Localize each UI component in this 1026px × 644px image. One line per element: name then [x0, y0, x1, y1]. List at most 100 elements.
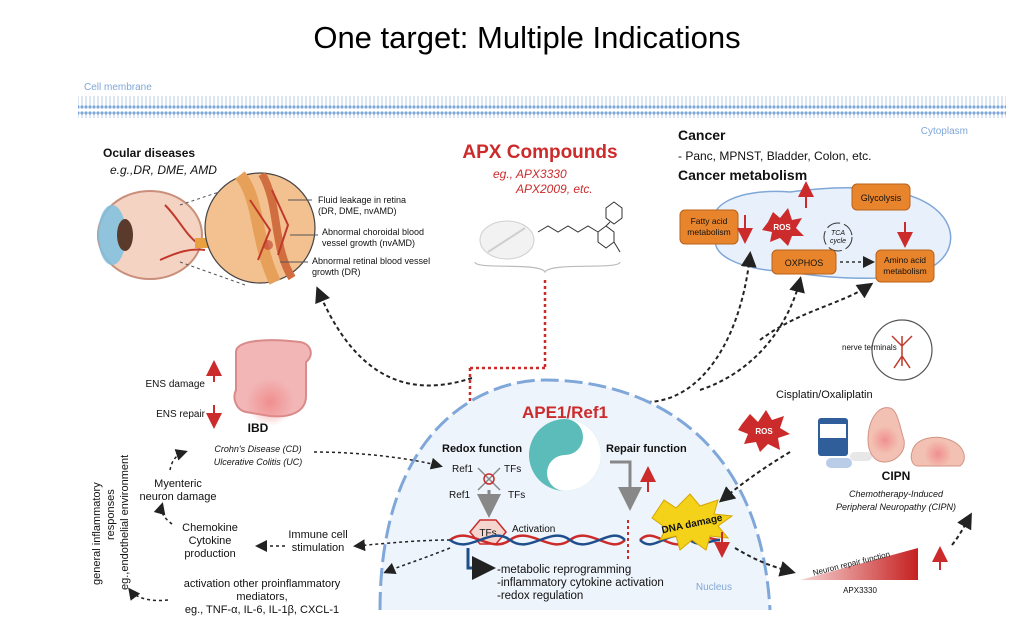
retina-zoom-circle: [204, 171, 316, 285]
tca-label-1: TCA: [831, 230, 845, 237]
myenteric-line-1: Myenteric: [154, 478, 202, 490]
nerve-terminals-label: nerve terminals: [842, 343, 897, 352]
redox-cross-2: [477, 467, 501, 491]
ocular-heading: Ocular diseases: [103, 146, 195, 160]
chemokine-line-2: Cytokine: [189, 535, 232, 547]
yin-yang-icon: [529, 419, 601, 491]
arrow-dna-to-neuron-repair: [734, 547, 796, 577]
oxphos-label: OXPHOS: [785, 258, 824, 268]
apx-example-1: eg., APX3330: [493, 167, 567, 181]
ros-burst-cipn: [738, 410, 790, 452]
arrow-mediators-to-general: [128, 587, 169, 602]
redox-function-label: Redox function: [442, 443, 522, 455]
effect-redox: -redox regulation: [497, 590, 583, 602]
redox-center-ring: [483, 473, 495, 485]
tca-cycle: TCA cycle: [823, 222, 853, 252]
compound-brace: [474, 261, 621, 274]
apx-example-2: APX2009, etc.: [515, 182, 593, 196]
pill-icon: [479, 220, 535, 260]
ibd-heading: IBD: [248, 421, 269, 435]
ibd-crohns: Crohn's Disease (CD): [214, 444, 301, 454]
arrow-to-cancer-3: [759, 282, 874, 341]
callout-retinal-1: Abnormal retinal blood vessel: [312, 256, 430, 266]
glycolysis-label: Glycolysis: [861, 193, 902, 203]
ape1-heading: APE1/Ref1: [522, 403, 608, 422]
fatty-acid-label-2: metabolism: [687, 227, 730, 237]
ens-damage-label: ENS damage: [146, 379, 206, 390]
tfs-hexagon-label: TFs: [479, 528, 496, 539]
effect-metabolic: -metabolic reprogramming: [497, 564, 631, 576]
ocular-examples: e.g.,DR, DME, AMD: [110, 163, 217, 177]
repair-down-arrow: [610, 460, 642, 511]
callout-fluid-leakage-2: (DR, DME, nvAMD): [318, 206, 397, 216]
callout-choroidal-1: Abnormal choroidal blood: [322, 227, 424, 237]
ros-burst-cancer: [762, 208, 804, 246]
arrow-dna-to-mediators: [383, 547, 451, 574]
vertical-line-1: general inflammatory: [91, 482, 103, 585]
arrow-repair-to-cipn: [951, 512, 972, 546]
arrow-dna-to-immune: [353, 539, 451, 552]
drug-vial-icon: [818, 418, 872, 468]
ens-repair-label: ENS repair: [156, 409, 206, 420]
vertical-line-2: responses: [105, 489, 117, 540]
amino-acid-metabolism-box: Amino acid metabolism: [875, 249, 935, 283]
ibd-uc: Ulcerative Colitis (UC): [214, 457, 303, 467]
eye-illustration: [97, 190, 213, 280]
effect-inflammatory: -inflammatory cytokine activation: [497, 577, 664, 589]
callout-retinal-2: growth (DR): [312, 267, 361, 277]
repair-function-label: Repair function: [606, 443, 687, 455]
ref1-top-label: Ref1: [452, 464, 474, 475]
activation-mediators-2: mediators,: [236, 591, 287, 603]
arrow-to-cancer-1: [619, 251, 757, 404]
cell-membrane-label: Cell membrane: [84, 82, 152, 93]
cisplatin-label: Cisplatin/Oxaliplatin: [776, 389, 873, 401]
immune-line-1: Immune cell: [288, 529, 347, 541]
arrow-ros-to-dna-damage: [718, 451, 791, 503]
immune-line-2: stimulation: [292, 542, 345, 554]
ros-cancer-label: ROS: [773, 223, 791, 232]
colon-illustration: [233, 339, 312, 426]
myenteric-line-2: neuron damage: [139, 491, 216, 503]
activation-mediators-3: eg., TNF-α, IL-6, IL-1β, CXCL-1: [185, 604, 339, 616]
page-title: One target: Multiple Indications: [313, 20, 740, 55]
amino-acid-label-2: metabolism: [883, 266, 926, 276]
fatty-acid-label-1: Fatty acid: [691, 216, 728, 226]
activation-label: Activation: [512, 524, 555, 535]
cancer-heading: Cancer: [678, 127, 726, 143]
callout-fluid-leakage-1: Fluid leakage in retina: [318, 195, 406, 205]
fatty-acid-metabolism-box: Fatty acid metabolism: [679, 209, 739, 245]
cell-membrane: [78, 96, 1006, 118]
hand-foot-illustration: [867, 407, 965, 468]
cipn-heading: CIPN: [882, 469, 911, 483]
nucleus-envelope: [378, 378, 772, 611]
nucleus-label: Nucleus: [696, 582, 732, 593]
activation-mediators-1: activation other proinflammatory: [184, 578, 341, 590]
apx3330-label: APX3330: [843, 586, 877, 595]
arrow-myenteric-up: [169, 449, 188, 471]
chemokine-line-3: production: [184, 548, 235, 560]
cancer-metabolism-heading: Cancer metabolism: [678, 167, 807, 183]
cancer-types: - Panc, MPNST, Bladder, Colon, etc.: [678, 149, 871, 163]
cytoplasm-label: Cytoplasm: [921, 126, 968, 137]
tfs-hexagon: [469, 519, 507, 545]
neuron-repair-ramp: [800, 548, 918, 580]
apx-heading: APX Compounds: [462, 142, 617, 163]
arrow-ibd-to-ref1: [313, 451, 443, 470]
molecule-structure-icon: [537, 201, 623, 253]
oxphos-box: OXPHOS: [771, 249, 837, 275]
cipn-desc-2: Peripheral Neuropathy (CIPN): [836, 502, 956, 512]
arrow-to-ocular: [315, 286, 473, 387]
nerve-terminal-icon: [891, 335, 913, 369]
tca-label-2: cycle: [830, 238, 846, 245]
zoom-line-top: [179, 184, 241, 206]
arrow-chemokine-to-myenteric: [153, 502, 173, 525]
arrow-to-cancer-2: [699, 276, 805, 391]
transcription-arrow: [466, 548, 496, 580]
tfs-bottom-label: TFs: [508, 490, 525, 501]
ros-cipn-label: ROS: [755, 427, 773, 436]
cipn-desc-1: Chemotherapy-Induced: [849, 489, 944, 499]
amino-acid-label-1: Amino acid: [884, 255, 926, 265]
glycolysis-box: Glycolysis: [851, 183, 911, 211]
